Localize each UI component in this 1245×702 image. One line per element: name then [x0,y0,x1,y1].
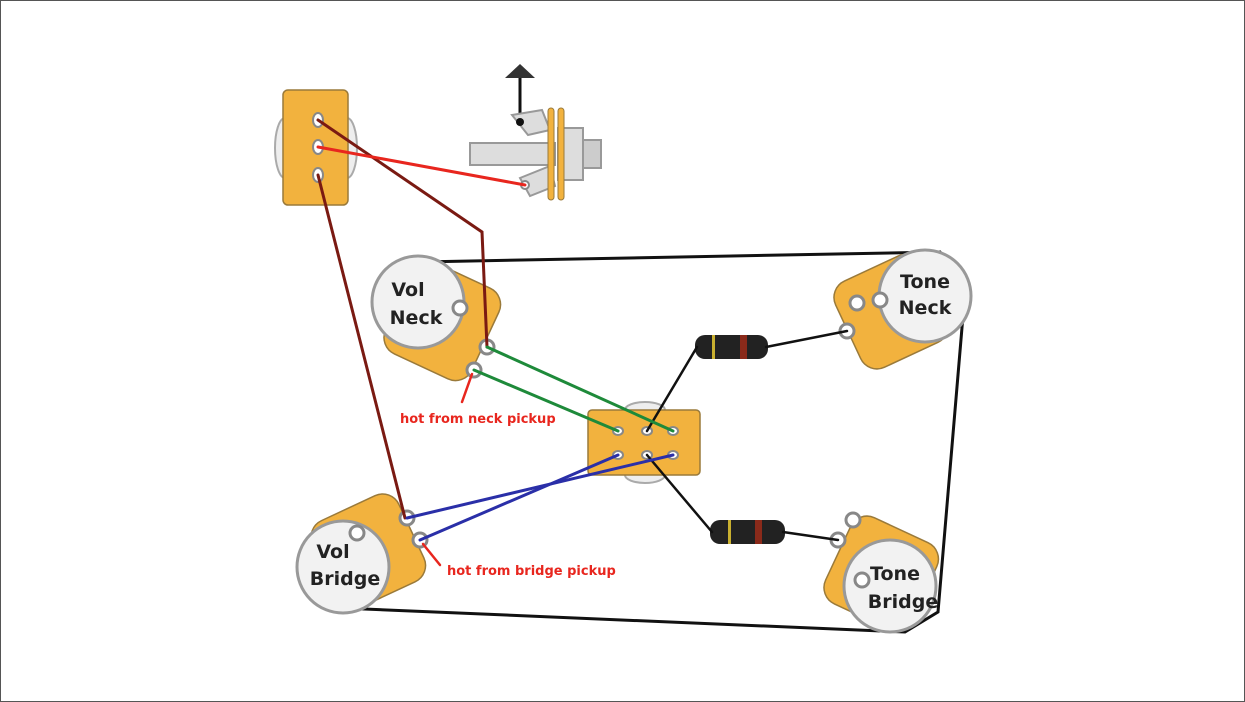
wire-red-jack [316,145,527,187]
wire-black-cap1-switch [645,345,699,433]
output-switch [274,89,358,206]
bridge-hot-pointer [421,542,442,567]
tone-cap-neck [695,335,768,359]
bridge-hot-label: hot from bridge pickup [447,564,616,579]
pot-label: Tone [900,271,950,293]
wire-black-cap2-switch [645,453,714,534]
pot-label: Vol [391,279,424,301]
tone-cap-bridge [710,520,785,544]
wire-green-1 [485,345,675,433]
pot-vol-neck: Vol Neck [370,254,502,382]
wire-black-cap1-pot [764,329,849,349]
neck-hot-pointer [460,372,474,404]
pot-label: Neck [390,307,443,329]
pot-label: Vol [316,541,349,563]
pot-label: Neck [899,297,952,319]
wire-blue-2 [418,453,620,542]
pot-vol-bridge: Vol Bridge [295,493,429,615]
wire-black-cap2-pot [781,530,840,542]
pot-label: Tone [870,563,920,585]
pot-label: Bridge [310,568,380,590]
pot-tone-bridge: Tone Bridge [823,511,940,634]
output-jack [469,64,602,201]
pot-label: Bridge [868,591,938,613]
wire-blue-1 [405,453,675,520]
neck-hot-label: hot from neck pickup [400,412,556,427]
pot-tone-neck: Tone Neck [833,248,973,370]
wire-dark-red-bridge [316,173,407,520]
ground-wire [339,250,967,634]
wire-green-2 [472,368,620,433]
